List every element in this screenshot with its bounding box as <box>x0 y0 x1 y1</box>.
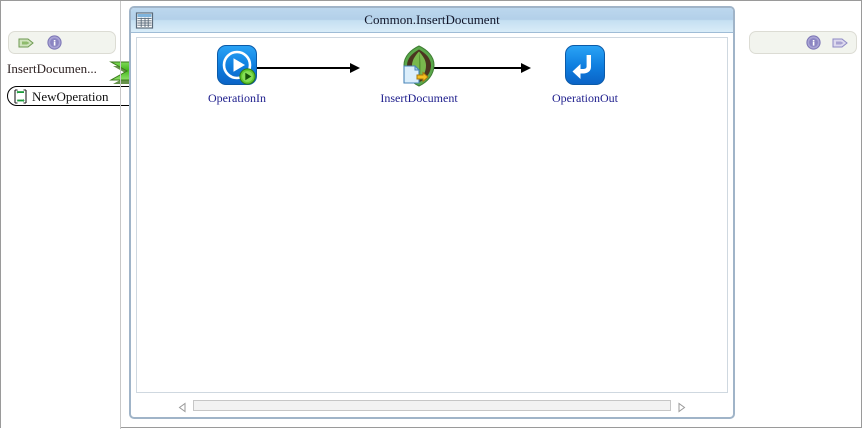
operation-item-newoperation[interactable]: NewOperation <box>7 86 167 106</box>
sidebar-divider <box>120 1 121 429</box>
diagram-canvas[interactable]: OperationIn <box>136 37 728 393</box>
node-insert-document[interactable]: InsertDocument <box>359 44 479 106</box>
sidebar-toolbar <box>8 31 116 54</box>
mongodb-leaf-document-icon <box>397 44 441 88</box>
triangle-right-icon[interactable] <box>676 400 687 413</box>
connector-in-to-insert <box>250 63 363 73</box>
breadcrumb-label: InsertDocumen... <box>7 61 97 76</box>
info-circle-icon[interactable] <box>47 35 64 51</box>
sync-arrows-icon <box>13 89 28 104</box>
node-operation-in[interactable]: OperationIn <box>177 44 297 106</box>
blue-return-arrow-icon <box>563 44 607 88</box>
editor-title: Common.InsertDocument <box>364 12 500 27</box>
connector-insert-to-out <box>429 63 534 73</box>
horizontal-scrollbar[interactable] <box>177 399 687 413</box>
right-toolbar <box>749 31 857 54</box>
blue-play-circle-icon <box>215 44 259 88</box>
node-label: InsertDocument <box>380 91 458 105</box>
node-label: OperationIn <box>208 91 266 105</box>
green-tag-icon[interactable] <box>18 35 35 51</box>
triangle-left-icon[interactable] <box>177 400 188 413</box>
table-grid-icon <box>135 11 154 30</box>
editor-title-bar[interactable]: Common.InsertDocument <box>131 8 733 33</box>
info-circle-icon[interactable] <box>806 35 823 51</box>
node-operation-out[interactable]: OperationOut <box>525 44 645 106</box>
node-label: OperationOut <box>552 91 618 105</box>
green-play-badge <box>239 68 256 85</box>
operation-label: NewOperation <box>32 89 109 104</box>
purple-tag-icon[interactable] <box>832 35 849 51</box>
scrollbar-track[interactable] <box>193 400 671 411</box>
sidebar: InsertDocumen... <box>1 1 169 429</box>
diagram-editor-window: Common.InsertDocument <box>129 6 735 419</box>
